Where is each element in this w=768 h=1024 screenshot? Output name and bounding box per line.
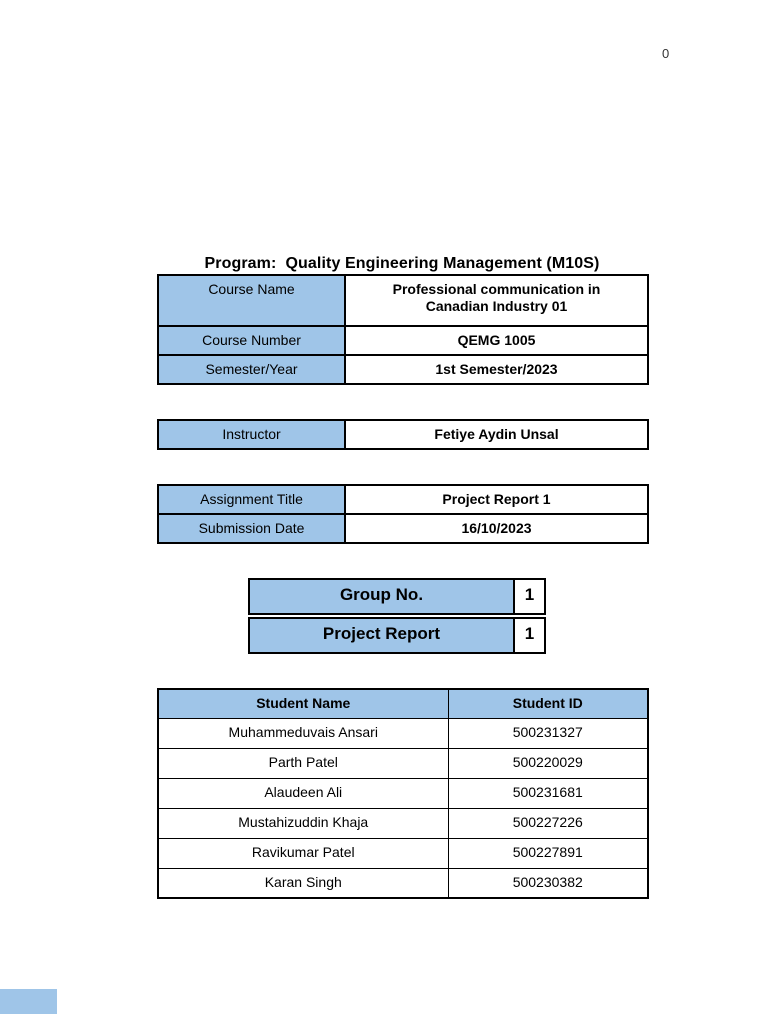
instructor-label: Instructor bbox=[157, 419, 346, 450]
student-table-header: Student Name Student ID bbox=[157, 688, 649, 719]
assignment-title-value: Project Report 1 bbox=[344, 484, 649, 515]
student-name-cell: Parth Patel bbox=[157, 747, 449, 779]
semester-year-value: 1st Semester/2023 bbox=[344, 354, 649, 385]
student-name-cell: Alaudeen Ali bbox=[157, 777, 449, 809]
page-number: 0 bbox=[662, 46, 670, 61]
student-row: Karan Singh 500230382 bbox=[157, 867, 649, 899]
student-row: Parth Patel 500220029 bbox=[157, 747, 649, 779]
student-name-cell: Karan Singh bbox=[157, 867, 449, 899]
assignment-table: Assignment Title Project Report 1 Submis… bbox=[157, 484, 649, 544]
student-name-cell: Muhammeduvais Ansari bbox=[157, 717, 449, 749]
instructor-value: Fetiye Aydin Unsal bbox=[344, 419, 649, 450]
student-id-cell: 500227891 bbox=[447, 837, 649, 869]
student-id-header: Student ID bbox=[447, 688, 649, 719]
table-row: Course Name Professional communication i… bbox=[157, 274, 649, 327]
group-table: Group No. 1 Project Report 1 bbox=[248, 578, 546, 656]
course-number-label: Course Number bbox=[157, 325, 346, 356]
student-name-cell: Ravikumar Patel bbox=[157, 837, 449, 869]
student-id-cell: 500220029 bbox=[447, 747, 649, 779]
table-row: Assignment Title Project Report 1 bbox=[157, 484, 649, 515]
project-report-value: 1 bbox=[524, 624, 535, 643]
table-row: Course Number QEMG 1005 bbox=[157, 325, 649, 356]
group-no-value: 1 bbox=[524, 585, 535, 604]
student-id-cell: 500231681 bbox=[447, 777, 649, 809]
table-row: Instructor Fetiye Aydin Unsal bbox=[157, 419, 649, 450]
next-page-table-fragment bbox=[0, 989, 57, 1014]
course-name-value-text: Professional communication in Canadian I… bbox=[392, 281, 601, 314]
instructor-table: Instructor Fetiye Aydin Unsal bbox=[157, 419, 649, 450]
course-name-value: Professional communication in Canadian I… bbox=[344, 274, 649, 327]
student-name-header: Student Name bbox=[157, 688, 449, 719]
student-id-cell: 500230382 bbox=[447, 867, 649, 899]
student-id-cell: 500231327 bbox=[447, 717, 649, 749]
project-report-row: Project Report 1 bbox=[248, 617, 546, 654]
program-title: Program: Quality Engineering Management … bbox=[204, 255, 600, 272]
student-row: Muhammeduvais Ansari 500231327 bbox=[157, 717, 649, 749]
submission-date-value: 16/10/2023 bbox=[344, 513, 649, 544]
student-row: Ravikumar Patel 500227891 bbox=[157, 837, 649, 869]
student-row: Mustahizuddin Khaja 500227226 bbox=[157, 807, 649, 839]
assignment-title-label: Assignment Title bbox=[157, 484, 346, 515]
student-table: Student Name Student ID Muhammeduvais An… bbox=[157, 688, 649, 899]
course-info-table: Course Name Professional communication i… bbox=[157, 274, 649, 385]
student-id-cell: 500227226 bbox=[447, 807, 649, 839]
table-row: Submission Date 16/10/2023 bbox=[157, 513, 649, 544]
student-name-cell: Mustahizuddin Khaja bbox=[157, 807, 449, 839]
group-no-row: Group No. 1 bbox=[248, 578, 546, 615]
student-row: Alaudeen Ali 500231681 bbox=[157, 777, 649, 809]
semester-year-label: Semester/Year bbox=[157, 354, 346, 385]
project-report-label: Project Report bbox=[250, 619, 515, 652]
table-row: Semester/Year 1st Semester/2023 bbox=[157, 354, 649, 385]
submission-date-label: Submission Date bbox=[157, 513, 346, 544]
group-no-label: Group No. bbox=[250, 580, 515, 613]
course-name-label: Course Name bbox=[157, 274, 346, 327]
course-number-value: QEMG 1005 bbox=[344, 325, 649, 356]
